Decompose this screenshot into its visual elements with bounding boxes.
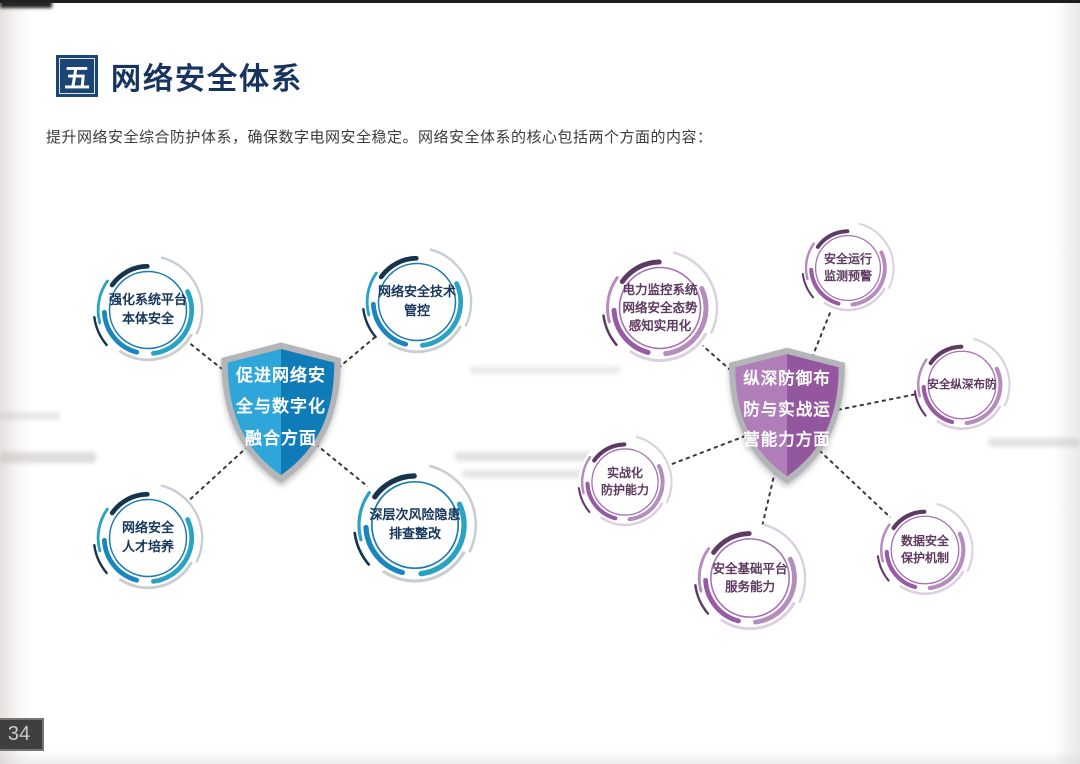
node-strengthen-platform-security: 强化系统平台 本体安全 <box>91 253 205 367</box>
page-edge-shading <box>0 0 1080 3</box>
shield-icon <box>221 342 341 483</box>
shield-label: 纵深防御布 防与实战运 营能力方面 <box>743 370 831 450</box>
page-title: 网络安全体系 <box>111 63 303 96</box>
page-edge-shading <box>1054 0 1080 764</box>
node-label: 强化系统平台 本体安全 <box>108 292 187 326</box>
print-artifact <box>470 366 620 374</box>
node-defense-in-depth-deployment: 安全纵深布防 <box>912 335 1012 435</box>
print-artifact <box>455 452 660 461</box>
node-label: 深层次风险隐患 排查整改 <box>369 507 461 541</box>
print-artifact <box>0 452 96 463</box>
node-label: 电力监控系统 网络安全态势 感知实用化 <box>622 282 698 334</box>
node-security-platform-service: 安全基础平台 服务能力 <box>692 520 808 636</box>
print-artifact <box>988 438 1080 447</box>
shield-digital-integration: 促进网络安 全与数字化 融合方面 <box>216 334 346 494</box>
node-combat-protection-capability: 实战化 防护能力 <box>576 433 674 531</box>
node-monitoring-situation-awareness: 电力监控系统 网络安全态势 感知实用化 <box>600 248 720 368</box>
section-header: 五 网络安全体系 <box>56 54 303 98</box>
page-edge-shading <box>0 0 52 8</box>
print-artifact <box>462 470 650 478</box>
intro-text: 提升网络安全综合防护体系，确保数字电网安全稳定。网络安全体系的核心包括两个方面的… <box>46 129 713 146</box>
node-data-protection-mechanism: 数据安全 保护机制 <box>875 500 975 600</box>
page-edge-shading <box>0 0 34 764</box>
node-label: 实战化 防护能力 <box>600 465 649 497</box>
section-index-badge: 五 <box>56 55 98 97</box>
shield-defense-operations: 纵深防御布 防与实战运 营能力方面 <box>724 338 850 496</box>
node-talent-cultivation: 网络安全 人才培养 <box>91 481 205 595</box>
page-edge-shading <box>0 750 1080 764</box>
node-label: 数据安全 保护机制 <box>900 533 949 565</box>
node-operation-monitoring-warning: 安全运行 监测预警 <box>800 220 896 316</box>
node-label: 网络安全技术 管控 <box>377 284 456 318</box>
shield-label: 促进网络安 全与数字化 融合方面 <box>236 365 326 448</box>
node-label: 安全基础平台 服务能力 <box>712 561 788 594</box>
print-artifact <box>0 412 60 420</box>
node-risk-rectification: 深层次风险隐患 排查整改 <box>351 461 479 589</box>
node-label: 安全运行 监测预警 <box>823 251 872 283</box>
page-number: 34 <box>0 718 44 751</box>
shield-icon <box>729 347 845 484</box>
node-label: 网络安全 人才培养 <box>121 520 174 554</box>
node-label: 安全纵深布防 <box>927 378 997 391</box>
node-security-tech-control: 网络安全技术 管控 <box>360 245 474 359</box>
